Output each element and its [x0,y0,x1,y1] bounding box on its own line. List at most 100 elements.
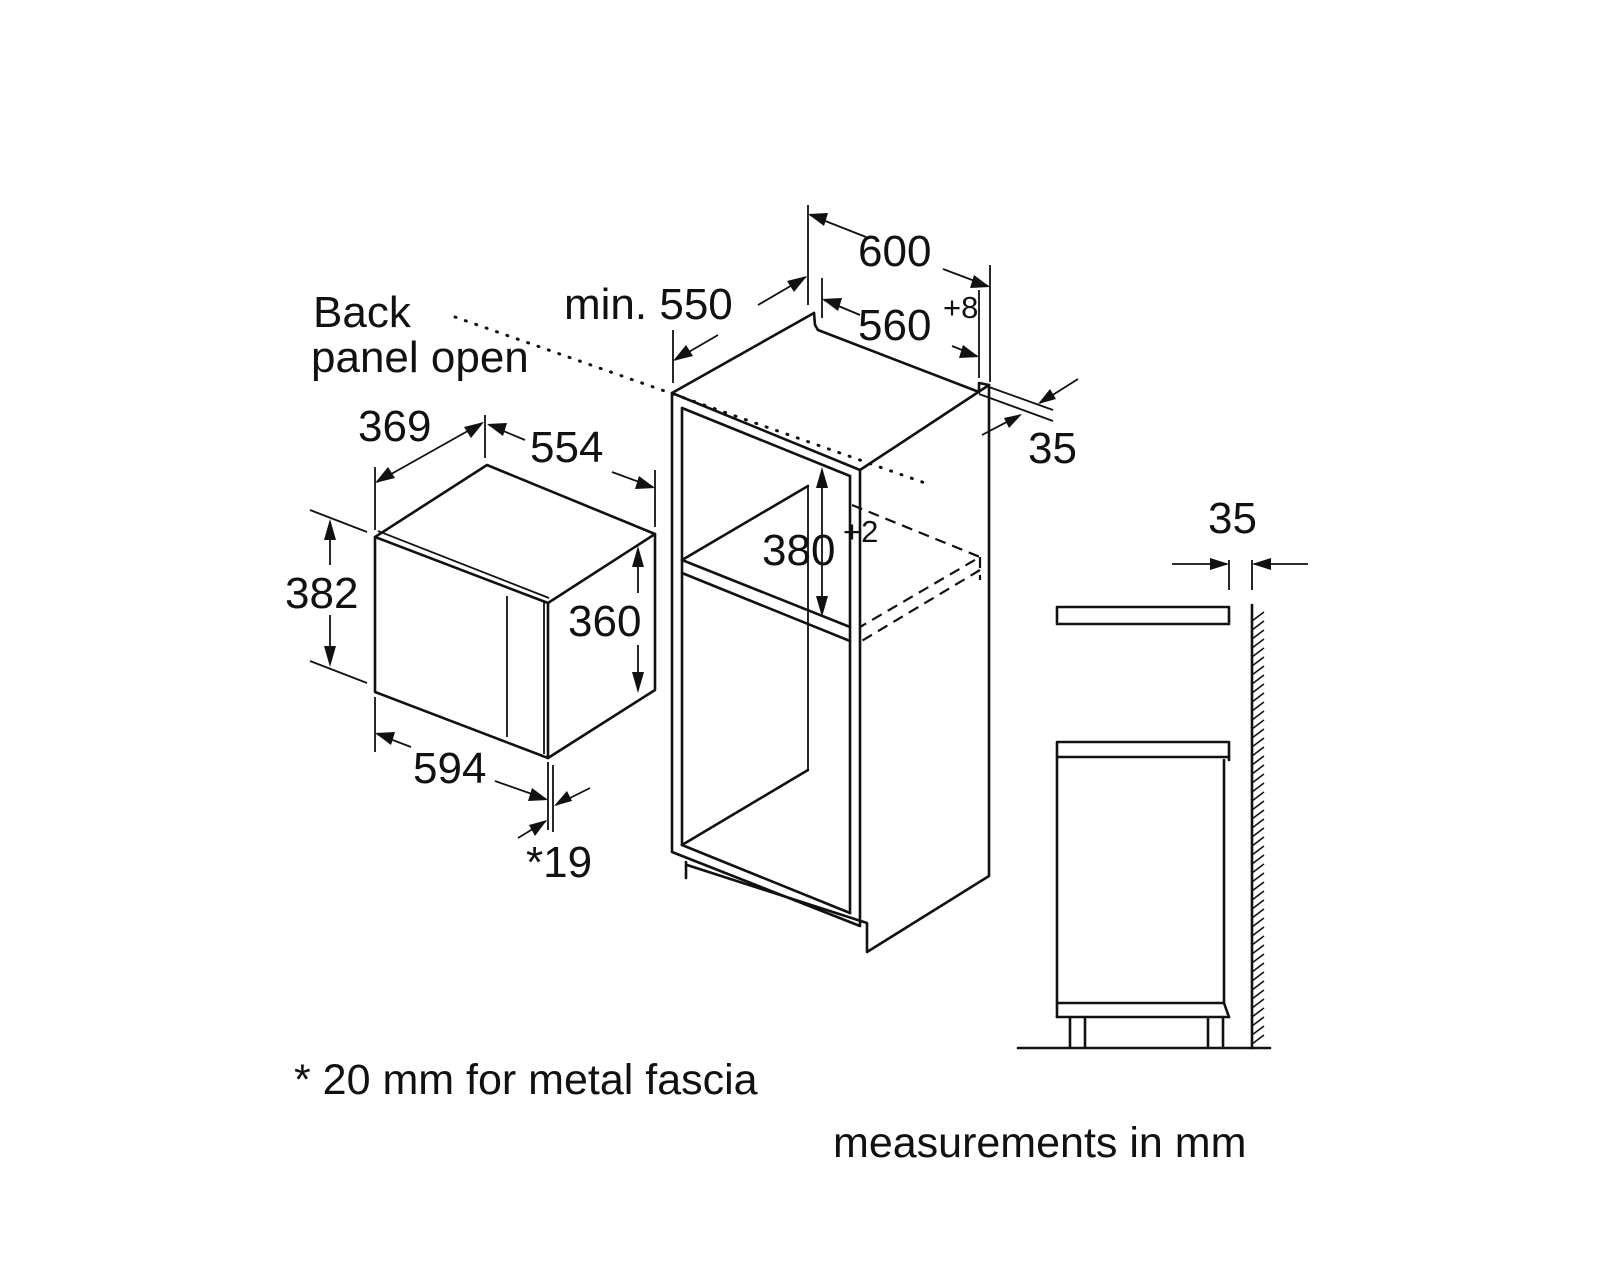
wall-hatch-stroke [1251,1025,1265,1036]
wall-hatch-stroke [1251,989,1265,1000]
cabinet-top-corner [977,381,991,394]
dim-19-arrow-b [554,791,572,806]
side-view-body [1055,758,1226,1005]
dim-360-arrow-bottom [632,672,644,693]
cabinet-floor-back-edge [680,768,810,847]
wall-hatch-stroke [1251,845,1265,856]
wall-hatch-stroke [1251,953,1265,964]
cabinet-top-notch [812,311,820,332]
niche-shelf-bottom [680,571,852,643]
side-view-worktop [1055,605,1231,626]
units-note: measurements in mm [833,1119,1246,1167]
dim-19-label: *19 [526,838,592,887]
dim-600-label: 600 [858,227,931,276]
wall-hatch-stroke [1251,647,1265,658]
dim-min-550-label: min. 550 [564,280,733,329]
cabinet-inner-bottom-edge [680,843,852,915]
dim-554-arrow-a [487,423,507,436]
appliance-side-face [546,532,657,760]
niche-dashed-outline [851,503,983,628]
cabinet-top-left-edge [670,311,816,395]
appliance-front-face [373,535,550,760]
wall-hatch-stroke [1251,962,1265,973]
dim-560-tolerance: +8 [943,290,978,325]
dim-560-label: 560 [858,301,931,350]
dim-382-arrow-bottom [324,646,336,667]
dim-380-arrow-top [816,467,828,488]
dim-360-arrow-top [632,546,644,567]
wall-hatch-stroke [1251,710,1265,721]
wall-hatch-stroke [1251,638,1265,649]
cabinet-front-frame [670,391,862,928]
wall-hatch-stroke [1251,773,1265,784]
wall-hatch-stroke [1251,1034,1265,1045]
dim-369-leader [376,422,483,483]
cabinet-side-outline [685,383,991,954]
cabinet-top-right-edge [858,383,991,472]
dim-382-arrow-top [324,519,336,540]
cabinet-drawing [453,311,991,954]
wall-hatch-stroke [1251,746,1265,757]
dim-35-ext-a [978,393,1054,422]
dim-382-ext-bottom [309,660,368,684]
wall-hatch-stroke [1251,827,1265,838]
side-view-drawing [1016,558,1308,1050]
dim-600-arrow-a [808,213,828,226]
back-panel-label-line1: Back [313,288,412,337]
wall-hatch-stroke [1251,701,1265,712]
dim-550-arrow-a [673,345,693,361]
appliance-top-edge-highlight [377,530,550,599]
wall-hatch-stroke [1251,980,1265,991]
dimension-lines [309,205,1079,839]
dim-594-label: 594 [413,744,486,793]
side-view-plinth-corner [1222,1001,1231,1019]
wall-hatch-stroke [1251,971,1265,982]
dim-600-arrow-b [970,275,990,288]
dim-369-arrow-a [375,467,395,483]
wall-hatch-stroke [1251,881,1265,892]
footnote-metal-fascia: * 20 mm for metal fascia [294,1056,758,1104]
dim-554-label: 554 [530,423,603,472]
dim-382-label: 382 [285,569,358,618]
wall-hatch-stroke [1251,674,1265,685]
wall-hatch-stroke [1251,944,1265,955]
dim-19-arrow-a [529,820,547,836]
wall-hatch-stroke [1251,890,1265,901]
dim-35-top-label: 35 [1028,424,1077,473]
dim-380-label: 380 [762,526,835,575]
wall-hatch-stroke [1251,998,1265,1009]
niche-dashed-lower [859,569,981,643]
wall-hatch-stroke [1251,620,1265,631]
wall-hatch-stroke [1251,1007,1265,1018]
dim-35-arrow-a [1038,389,1056,404]
side-dim-35-arrow-left [1210,558,1229,570]
wall-hatch-stroke [1251,629,1265,640]
dim-35-arrow-b [1004,414,1022,428]
wall-hatch-stroke [1251,755,1265,766]
wall-hatch-stroke [1251,611,1265,622]
wall-hatch-stroke [1251,872,1265,883]
wall-hatch-stroke [1251,854,1265,865]
dim-554-arrow-b [635,476,655,489]
appliance-top [373,463,657,605]
wall-hatch-stroke [1251,935,1265,946]
wall-hatch-stroke [1251,899,1265,910]
wall-hatch-stroke [1251,809,1265,820]
dim-360-label: 360 [568,597,641,646]
wall-hatch-stroke [1251,917,1265,928]
wall-hatch-stroke [1251,692,1265,703]
back-panel-label-line2: panel open [311,333,529,382]
dimension-labels: Back panel open min. 550 600 560 +8 35 3… [285,227,1257,1167]
niche-back-shelf-edge [680,484,810,562]
wall-hatch-stroke [1251,836,1265,847]
wall-hatch-stroke [1251,908,1265,919]
wall-hatch-stroke [1251,764,1265,775]
wall-hatch-stroke [1251,728,1265,739]
side-view-wall-hatching [1251,611,1265,1045]
wall-hatch-stroke [1251,818,1265,829]
dim-35-side-label: 35 [1208,494,1257,543]
wall-hatch-stroke [1251,683,1265,694]
cabinet-top-back-edge [816,328,981,394]
